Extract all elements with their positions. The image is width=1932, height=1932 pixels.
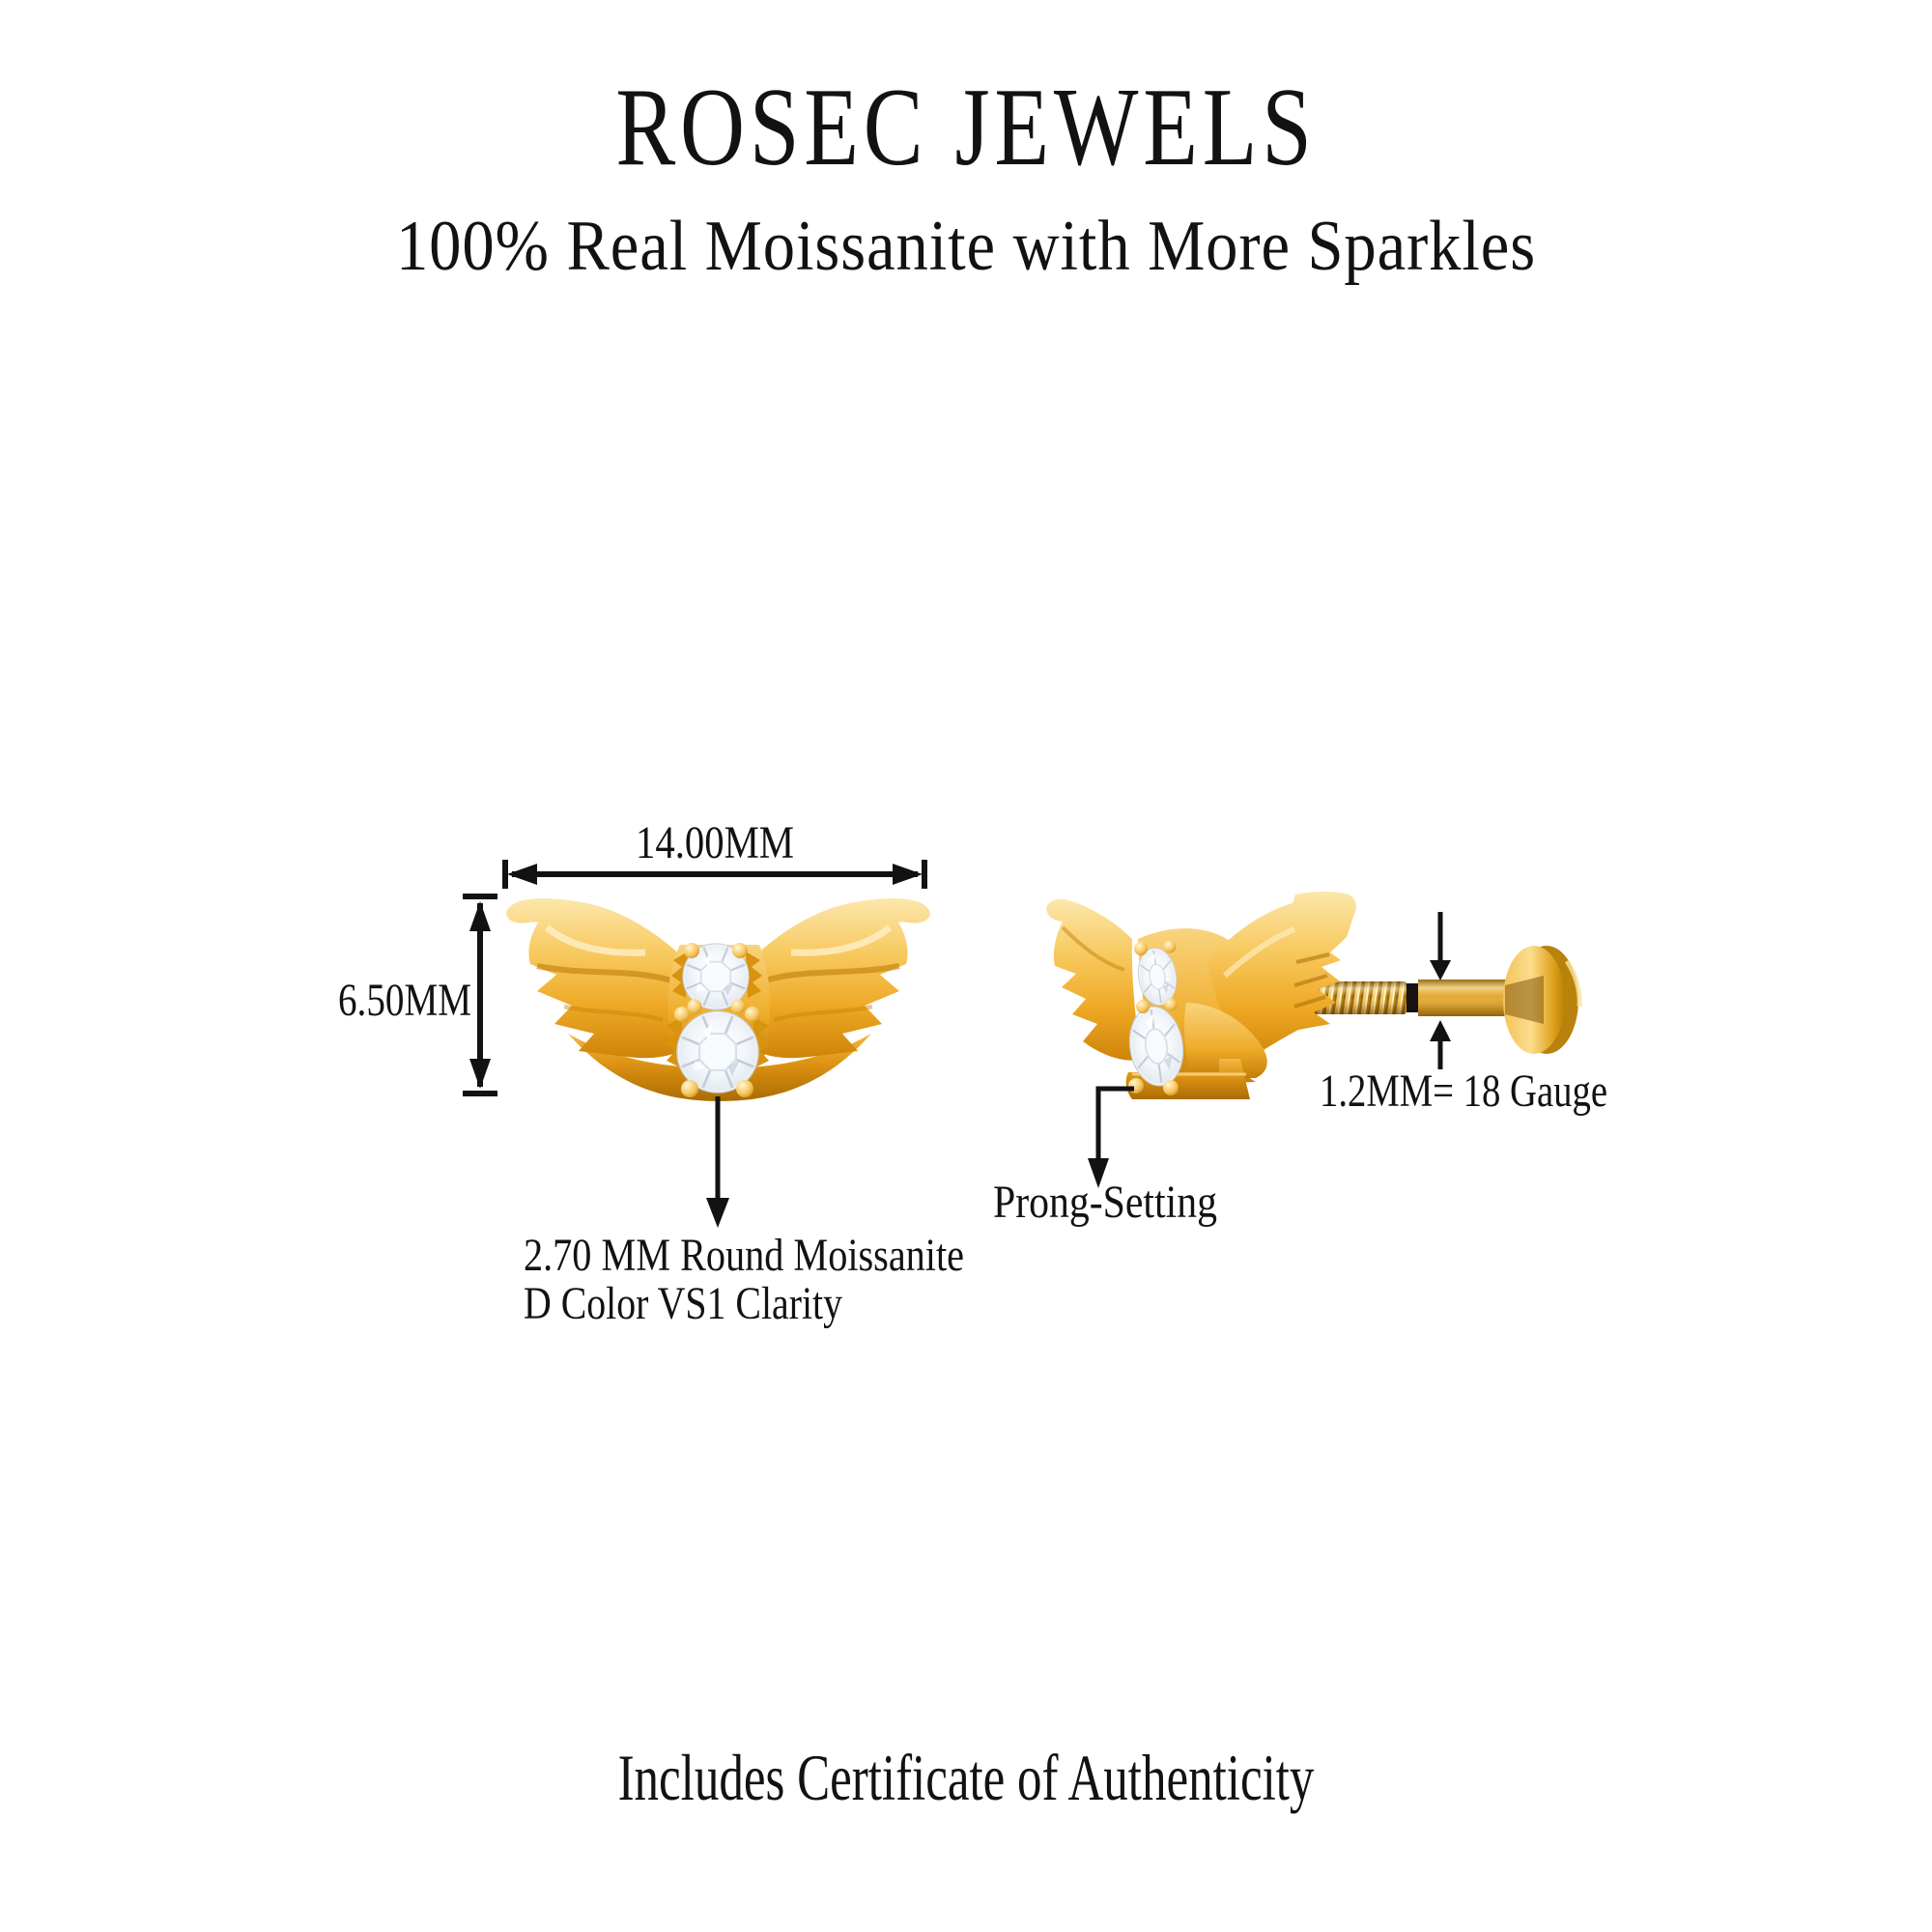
- stone-annotation: 2.70 MM Round Moissanite D Color VS1 Cla…: [524, 1096, 964, 1329]
- brand-title: ROSEC JEWELS: [615, 66, 1317, 189]
- width-dimension: 14.00MM: [502, 817, 927, 889]
- certificate-note: Includes Certificate of Authenticity: [617, 1741, 1315, 1814]
- width-label: 14.00MM: [636, 817, 794, 868]
- stone-note-line1: 2.70 MM Round Moissanite: [524, 1230, 964, 1281]
- stone-note-line2: D Color VS1 Clarity: [524, 1278, 842, 1329]
- side-earring-illustration: [1046, 892, 1582, 1099]
- height-label: 6.50MM: [338, 975, 471, 1026]
- gauge-label: 1.2MM= 18 Gauge: [1320, 1065, 1607, 1117]
- brand-tagline: 100% Real Moissanite with More Sparkles: [395, 207, 1537, 286]
- front-earring-illustration: [506, 898, 929, 1101]
- height-dimension: 6.50MM: [338, 894, 497, 1096]
- prong-setting-annotation: Prong-Setting: [993, 1086, 1217, 1228]
- gauge-annotation: 1.2MM= 18 Gauge: [1320, 912, 1607, 1117]
- setting-label: Prong-Setting: [993, 1177, 1217, 1228]
